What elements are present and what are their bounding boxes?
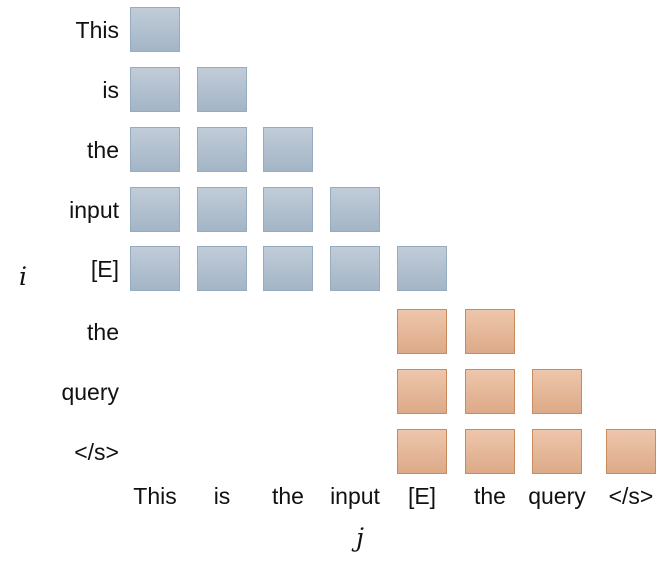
mask-cell-orange (397, 429, 447, 474)
col-token-label: is (213, 483, 231, 509)
mask-cell-orange (465, 369, 515, 414)
mask-cell-blue (197, 67, 247, 112)
mask-cell-orange (606, 429, 656, 474)
mask-cell-blue (330, 246, 380, 291)
mask-cell-orange (465, 429, 515, 474)
mask-cell-orange (532, 429, 582, 474)
row-token-label: This (75, 16, 119, 43)
row-token-label: the (87, 136, 119, 163)
mask-cell-blue (130, 67, 180, 112)
row-token-label: input (69, 196, 119, 223)
mask-cell-blue (263, 246, 313, 291)
row-token-label: the (87, 318, 119, 345)
row-token-label: query (61, 378, 119, 405)
mask-cell-blue (263, 127, 313, 172)
row-token-label: </s> (74, 438, 119, 465)
col-token-label: the (272, 483, 304, 509)
mask-cell-blue (263, 187, 313, 232)
col-axis-label: j (356, 523, 364, 552)
col-token-label: [E] (407, 483, 437, 509)
mask-cell-blue (197, 246, 247, 291)
mask-cell-blue (130, 7, 180, 52)
col-token-label: This (133, 483, 177, 509)
row-token-label: [E] (90, 255, 119, 282)
col-token-label: query (528, 483, 586, 509)
mask-cell-blue (130, 246, 180, 291)
mask-cell-orange (397, 369, 447, 414)
mask-cell-blue (130, 127, 180, 172)
col-token-label: the (474, 483, 506, 509)
col-token-label: </s> (608, 483, 654, 509)
mask-cell-blue (330, 187, 380, 232)
row-axis-label: i (19, 262, 27, 291)
mask-cell-orange (532, 369, 582, 414)
mask-cell-orange (465, 309, 515, 354)
mask-cell-blue (397, 246, 447, 291)
mask-cell-orange (397, 309, 447, 354)
col-token-label: input (330, 483, 380, 509)
row-token-label: is (102, 76, 119, 103)
mask-cell-blue (197, 127, 247, 172)
mask-cell-blue (130, 187, 180, 232)
mask-cell-blue (197, 187, 247, 232)
